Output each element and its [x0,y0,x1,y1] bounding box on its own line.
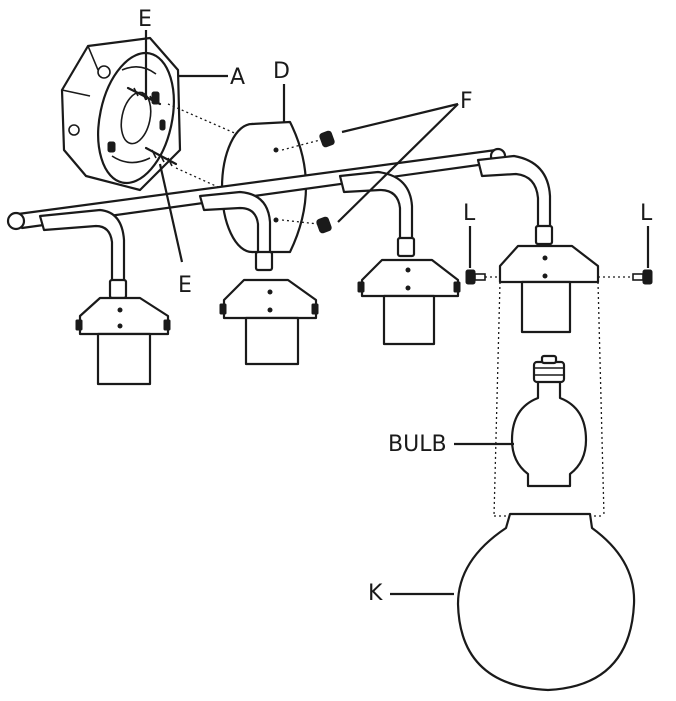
label-k: K [368,581,383,606]
mounting-plate [97,51,175,185]
thumb-screw-left [465,269,500,285]
shade-holder-2 [219,278,319,366]
label-bulb: BULB [388,432,447,457]
lamp-arm-4 [476,154,554,246]
set-screw-top [281,130,335,151]
mounting-screw-bottom [144,146,178,167]
shade-holder-4 [498,244,600,334]
label-d: D [273,59,290,84]
label-e-bottom: E [178,273,192,298]
label-e-top: E [138,7,152,32]
lamp-arm-1 [38,208,128,300]
set-screw-bottom [281,216,332,234]
shade-holder-3 [357,258,461,346]
shade-holder-1 [75,296,171,386]
lamp-arm-3 [338,170,416,258]
label-l-left: L [463,201,476,226]
label-a: A [230,65,245,90]
lamp-arm-2 [198,190,274,272]
label-f: F [460,89,473,114]
light-bulb [510,354,588,488]
thumb-screw-right [598,269,653,285]
glass-globe [456,512,636,692]
label-l-right: L [640,201,653,226]
